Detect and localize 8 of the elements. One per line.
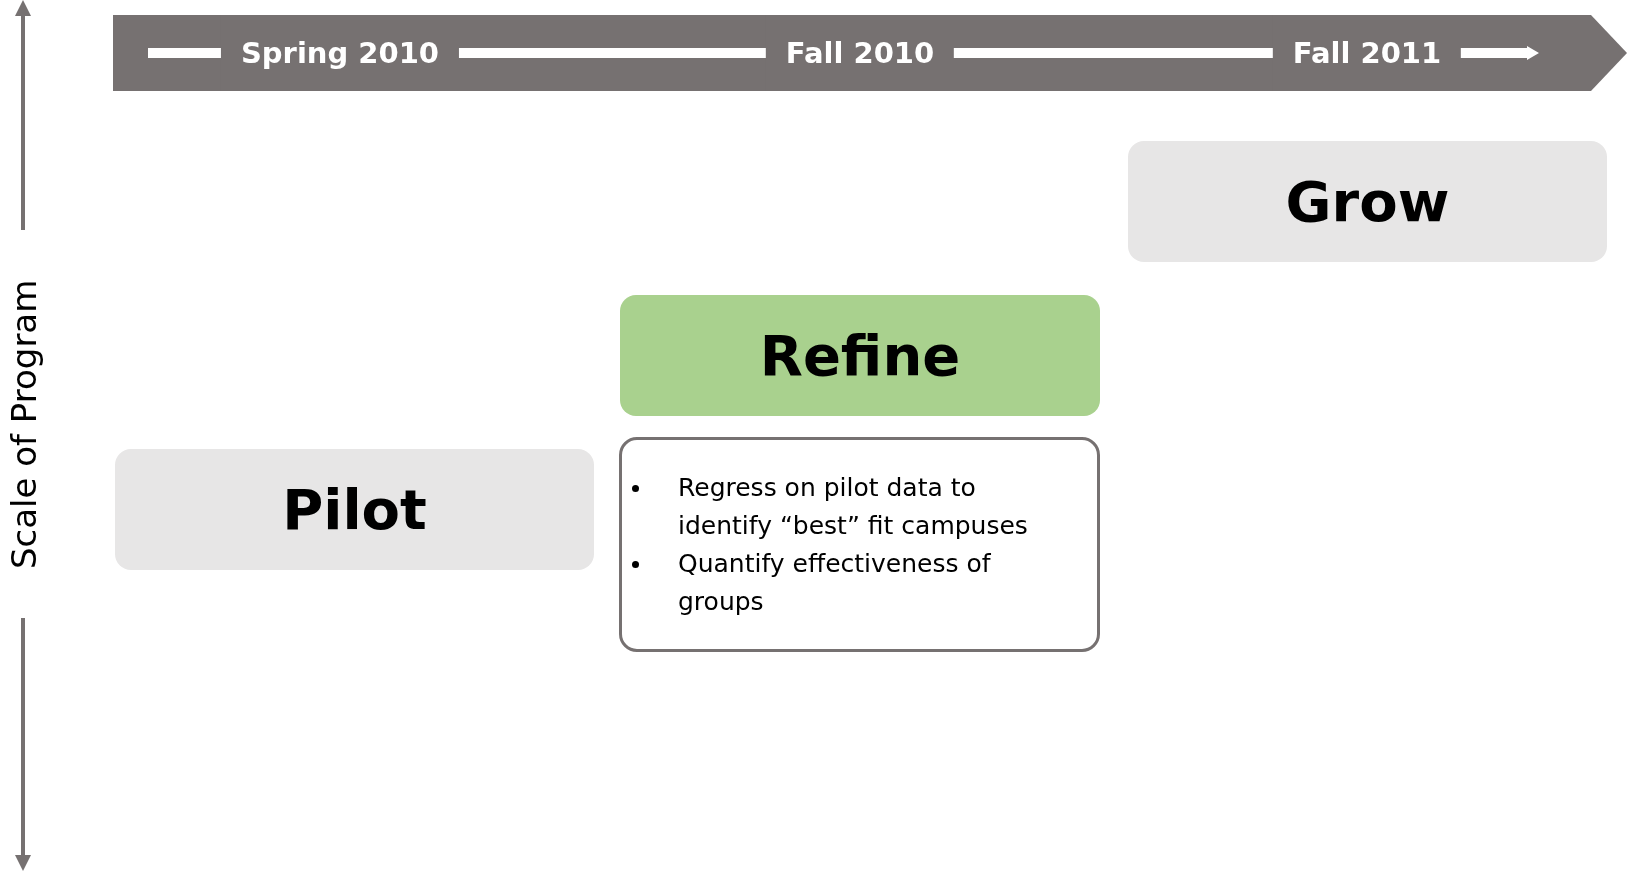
phase-box: Refine — [620, 295, 1100, 416]
bullet-text: Quantify effectiveness of groups — [662, 544, 1052, 621]
text-box — [619, 437, 1100, 652]
timeline-banner — [113, 15, 1627, 91]
phase-box: Pilot — [115, 449, 594, 570]
axis-label: Scale of Program — [4, 278, 44, 571]
phase-box: Grow — [1128, 141, 1607, 262]
bullet-text: Regress on pilot data to identify “best” fit campuses — [662, 468, 1052, 545]
